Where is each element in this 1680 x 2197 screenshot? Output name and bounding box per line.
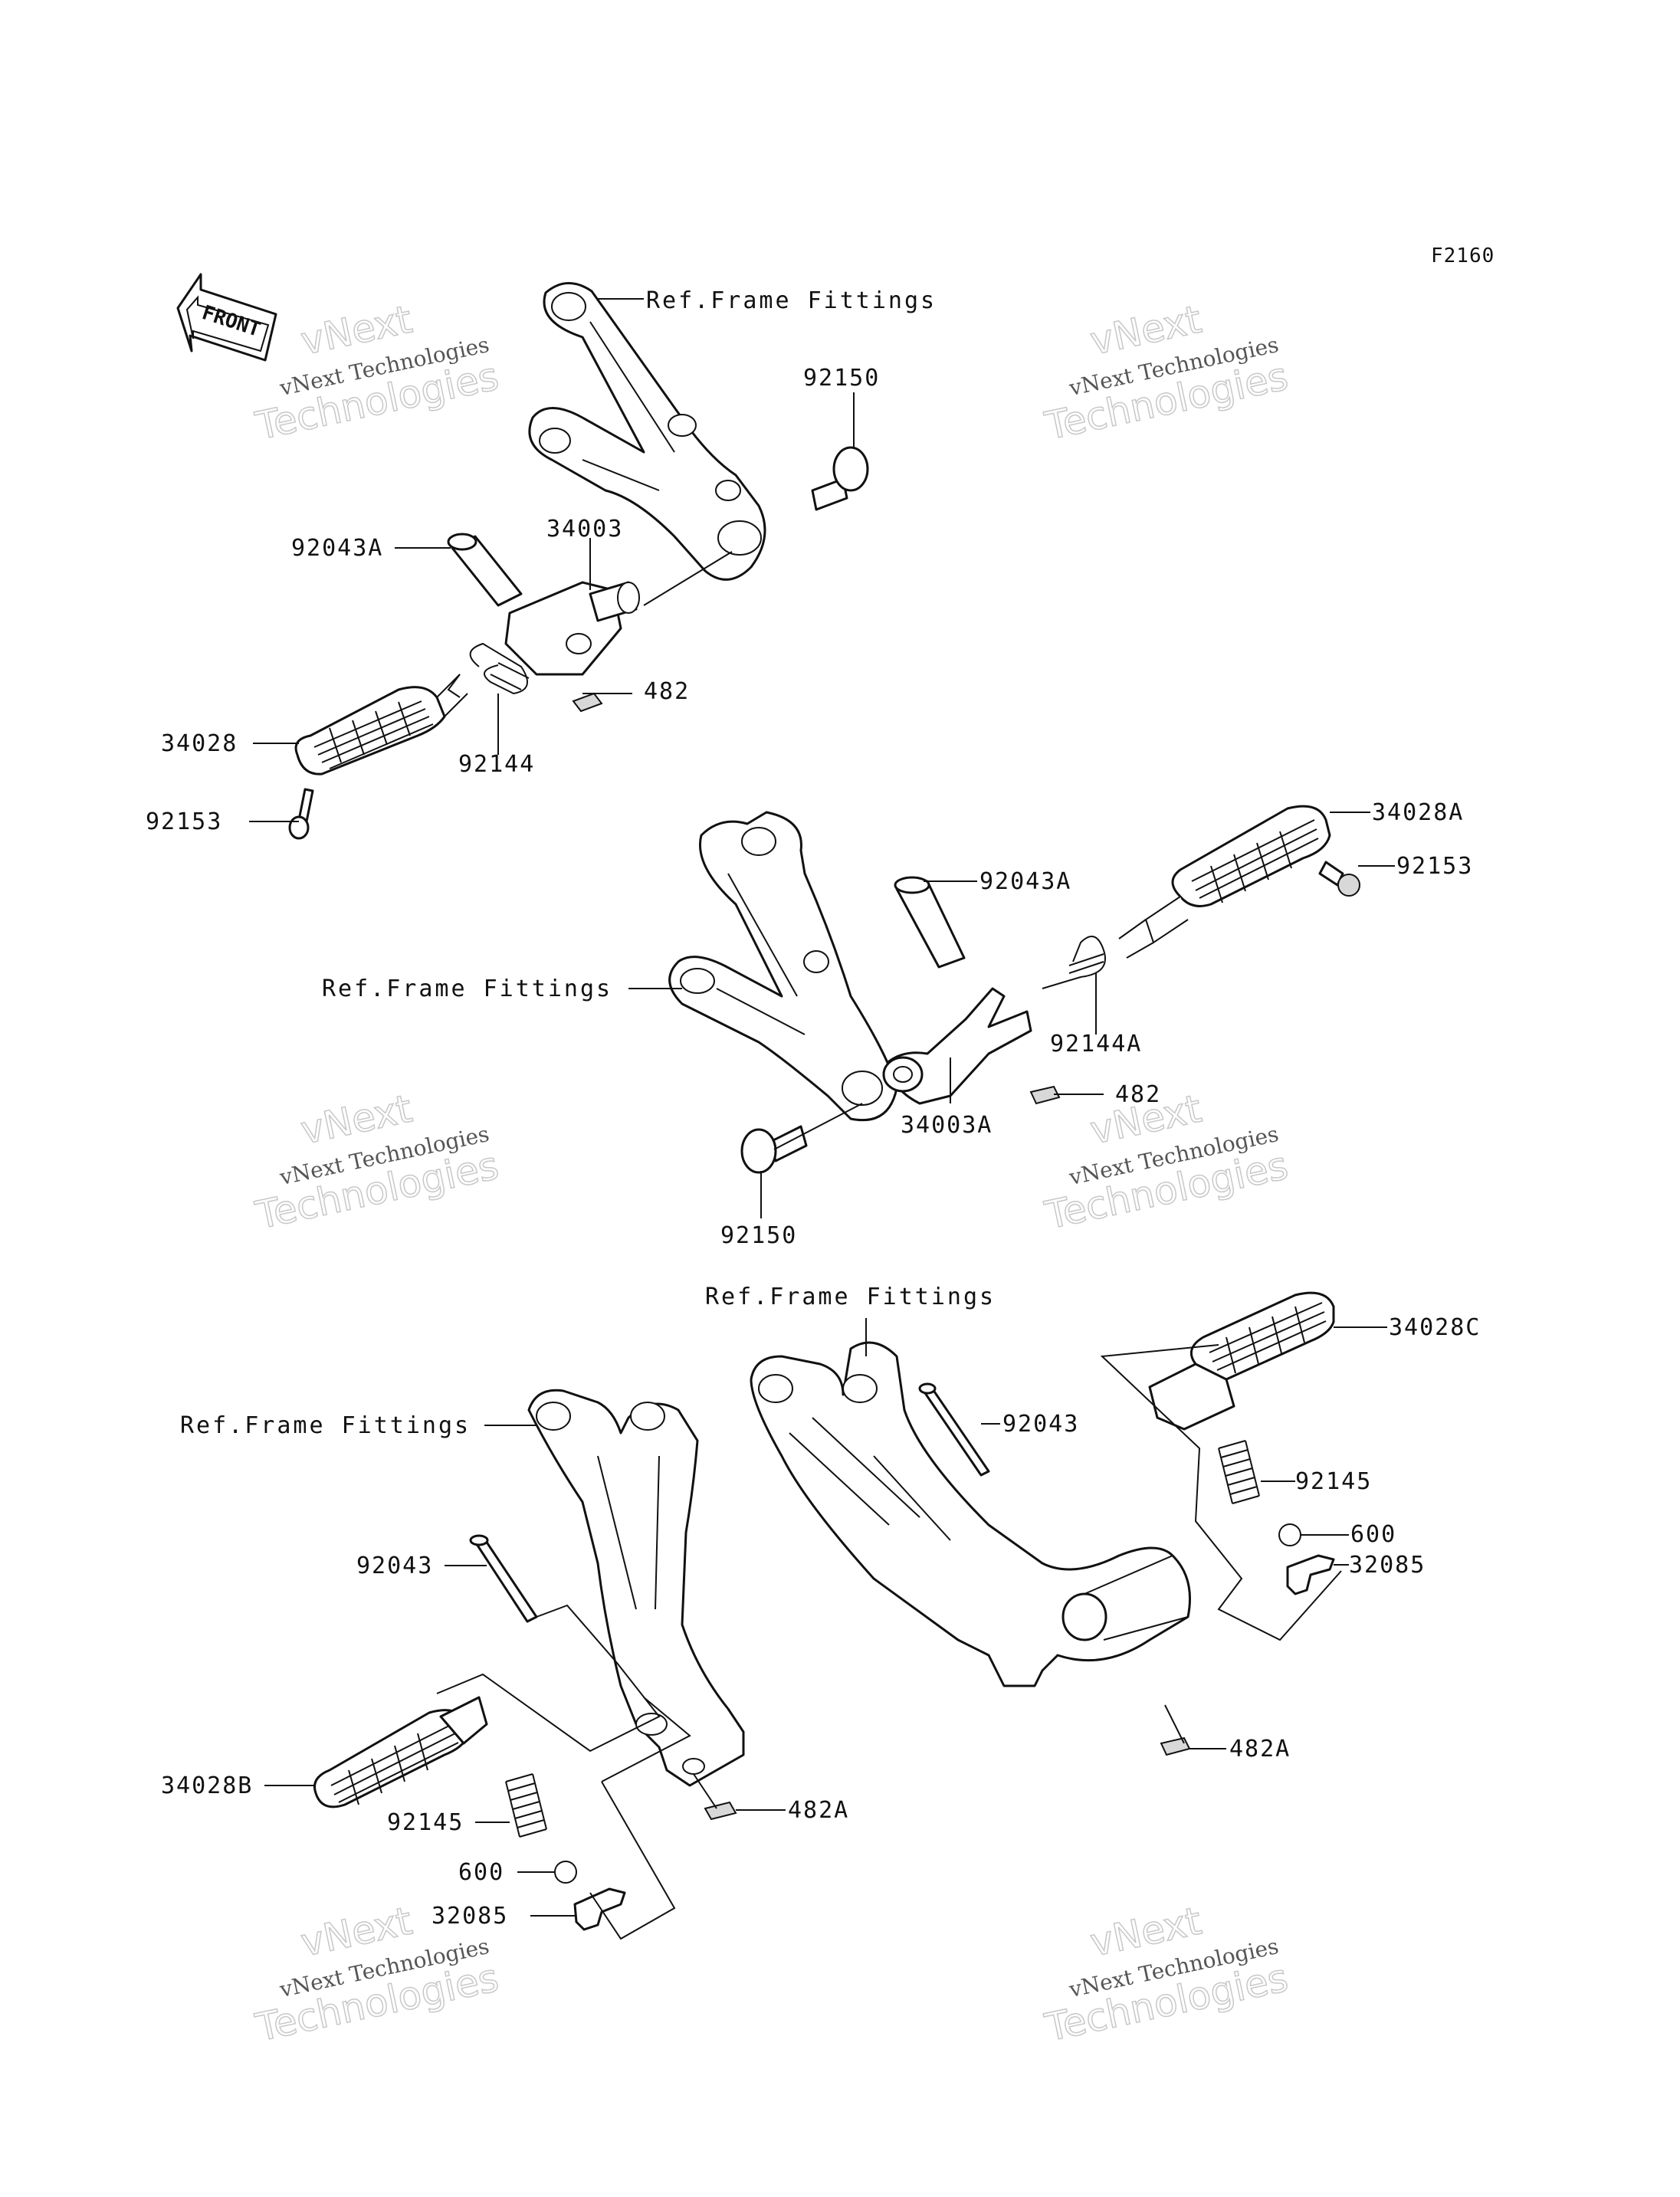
bolt-92150-rh	[740, 1125, 808, 1174]
ball-600	[1278, 1523, 1301, 1546]
footpeg-34028A	[1118, 805, 1331, 959]
part-label: 482	[644, 678, 690, 705]
part-label: 482	[1115, 1081, 1161, 1108]
part-label: 92145	[387, 1809, 464, 1836]
holder-34003	[504, 581, 640, 676]
pin-92043	[918, 1382, 990, 1477]
part-label: 92043A	[291, 535, 383, 562]
part-label: 92144	[458, 751, 535, 778]
watermark: vNext vNext Technologies Technologies	[251, 1086, 504, 1238]
part-label: 92153	[1396, 853, 1473, 880]
part-label: 482A	[1229, 1736, 1291, 1763]
front-footrest-bracket-lh	[527, 1389, 745, 1787]
diagram-code: F2160	[1431, 244, 1495, 267]
part-label: 600	[458, 1859, 504, 1886]
spring-92144	[469, 642, 530, 695]
bolt-92150	[811, 446, 869, 511]
detent-32085-lh	[573, 1887, 626, 1931]
part-label: 92150	[720, 1222, 797, 1249]
part-label: 34028A	[1372, 799, 1464, 826]
ref-frame-fittings-label: Ref.Frame Fittings	[322, 976, 612, 1002]
part-label: 32085	[431, 1903, 508, 1930]
part-label: 34028C	[1389, 1314, 1481, 1341]
part-label: 34028	[161, 730, 238, 757]
rear-footrest-bracket	[528, 282, 766, 581]
part-label: 482A	[788, 1797, 849, 1824]
part-label: 92043	[356, 1553, 433, 1579]
pin-92043-lh	[469, 1534, 538, 1623]
spring-92145	[1218, 1440, 1260, 1504]
part-label: 32085	[1349, 1552, 1426, 1579]
spring-92145-lh	[505, 1773, 547, 1838]
front-footrest-bracket	[750, 1341, 1191, 1687]
footpeg-34028	[294, 674, 468, 776]
clip-482A	[1160, 1736, 1191, 1756]
pin-92043A-rh	[894, 876, 966, 969]
ball-600-lh	[554, 1861, 577, 1884]
spring-92144A	[1042, 936, 1106, 989]
part-label: 92150	[803, 365, 880, 392]
detent-32085	[1286, 1554, 1335, 1595]
pin-92043A	[447, 533, 523, 607]
rear-footrest-bracket-rh	[668, 811, 898, 1122]
part-label: 92144A	[1050, 1031, 1142, 1058]
clip-482	[572, 692, 603, 713]
part-label: 92043	[1002, 1411, 1079, 1438]
watermark: vNext vNext Technologies Technologies	[1041, 1898, 1293, 2051]
front-direction-arrow-icon: FRONT	[176, 273, 277, 362]
part-label: 92153	[146, 808, 222, 835]
ref-frame-fittings-label: Ref.Frame Fittings	[646, 287, 937, 314]
part-label: 600	[1350, 1521, 1396, 1548]
bolt-92153	[288, 788, 314, 840]
bolt-92153-rh	[1318, 861, 1360, 897]
part-label: 34003	[546, 516, 623, 543]
ref-frame-fittings-label: Ref.Frame Fittings	[705, 1284, 996, 1310]
part-label: 92043A	[979, 868, 1071, 895]
clip-482A-lh	[704, 1801, 737, 1821]
clip-482-rh	[1029, 1085, 1061, 1105]
watermark: vNext vNext Technologies Technologies	[1041, 297, 1293, 449]
part-label: 92145	[1295, 1468, 1372, 1495]
part-label: 34028B	[161, 1772, 253, 1799]
ref-frame-fittings-label: Ref.Frame Fittings	[180, 1412, 471, 1439]
footpeg-34028B	[313, 1696, 488, 1808]
holder-34003A	[882, 987, 1032, 1105]
footpeg-34028C	[1148, 1291, 1335, 1431]
watermark: vNext vNext Technologies Technologies	[251, 297, 504, 449]
part-label: 34003A	[901, 1112, 993, 1139]
